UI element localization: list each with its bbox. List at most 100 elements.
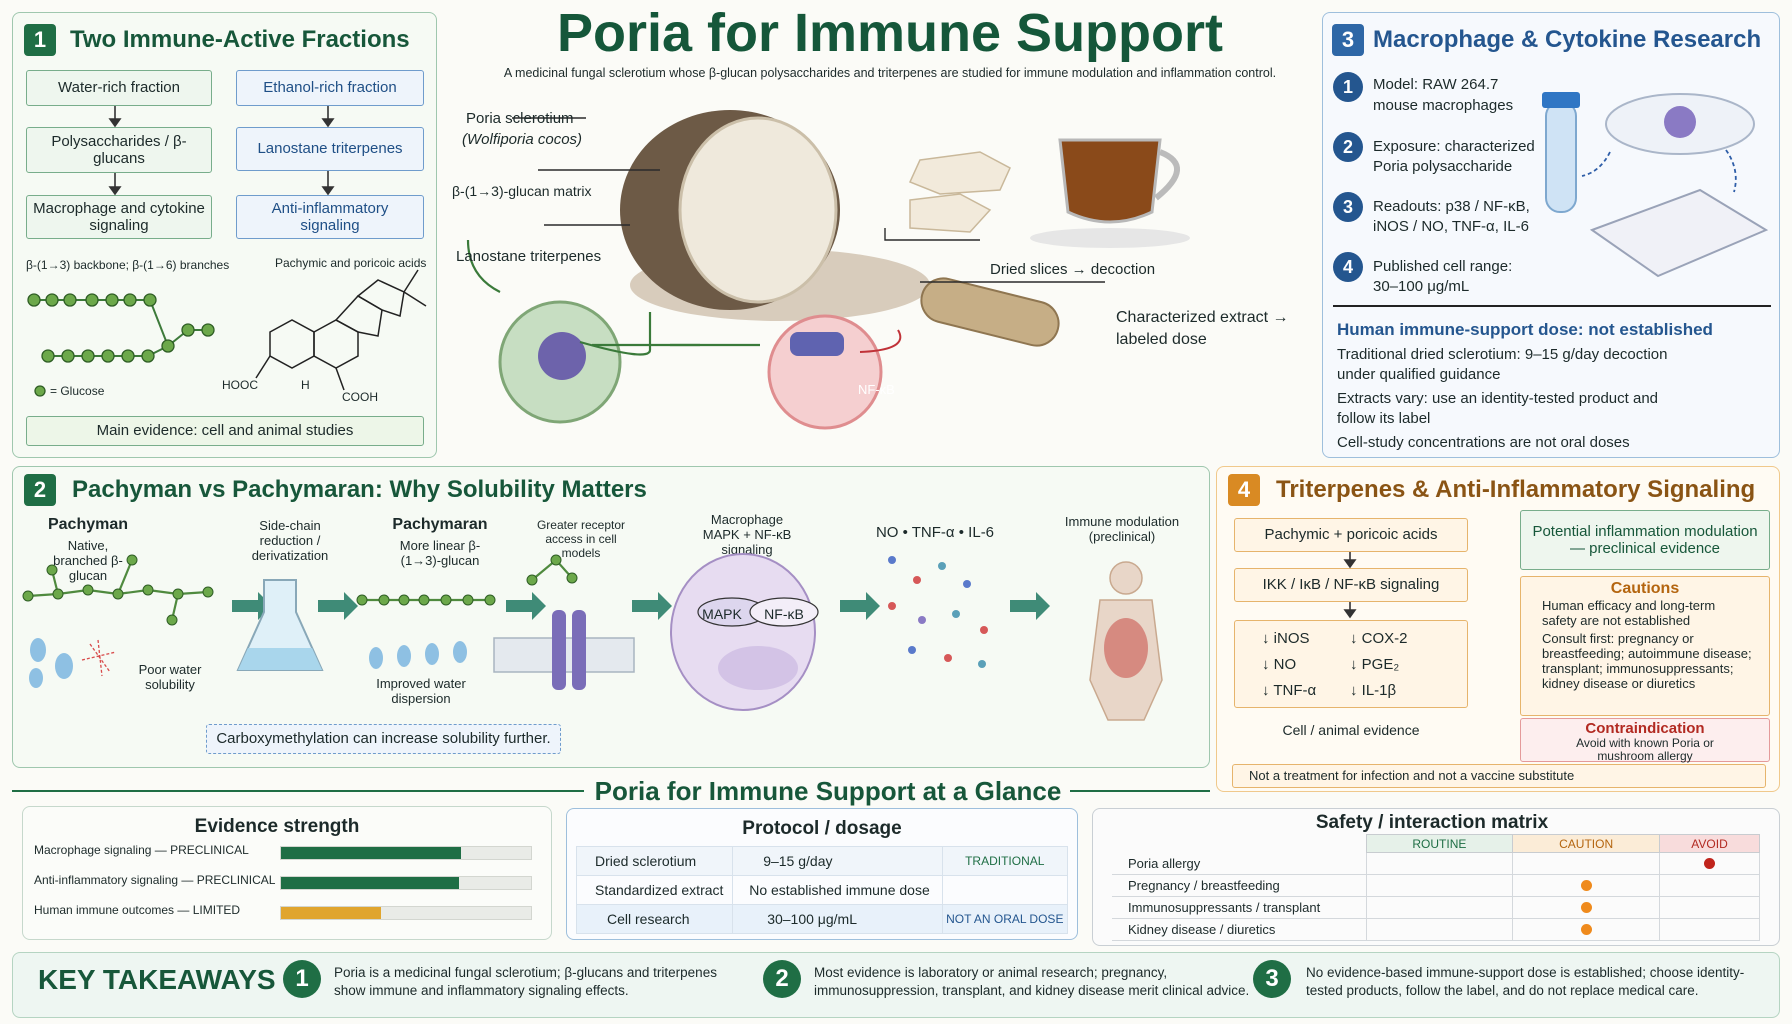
extract-label-2: labeled dose [1116, 331, 1207, 348]
safety-row: Immunosuppressants / transplant [1112, 896, 1760, 919]
receptor-label: Greater receptor access in cell models [536, 518, 626, 560]
petri-dish-icon [1605, 93, 1755, 155]
acids-box: Pachymic + poricoic acids [1234, 518, 1468, 552]
safety-row-label: Poria allergy [1112, 852, 1366, 875]
safety-cell-avoid [1659, 896, 1760, 919]
immune-modulation-label: Immune modulation (preclinical) [1064, 514, 1180, 544]
extract-label: Characterized extract → [1116, 309, 1289, 326]
research-step-1-line2: mouse macrophages [1373, 97, 1514, 114]
solubility-pathway-illustration [22, 553, 1163, 721]
protocol-cell: Cell research [575, 904, 734, 934]
evidence-bar-3-fill [281, 907, 381, 919]
evidence-row-2-label: Anti-inflammatory signaling — PRECLINICA… [34, 873, 276, 887]
marker-no: ↓ NO [1262, 656, 1297, 673]
pachymaran-title: Pachymaran [392, 516, 488, 533]
safety-cell-routine [1365, 896, 1514, 919]
safety-row: Poria allergy [1112, 852, 1760, 875]
safety-caution-dot [1580, 880, 1592, 891]
signaling-nfkb-label: NF-κB [764, 606, 804, 622]
hero-nfkb-label: NF-κB [858, 382, 895, 397]
panel-2-badge: 2 [24, 474, 56, 506]
research-step-3-marker: 3 [1333, 192, 1363, 222]
markers-box [1234, 620, 1468, 708]
side-chain-label: Side-chain reduction / derivatization [251, 518, 329, 563]
lanostane-label: Lanostane triterpenes [456, 248, 602, 265]
contraindication-title: Contraindication [1585, 720, 1705, 737]
ethanol-fraction-box: Ethanol-rich fraction [236, 70, 424, 106]
dose-line-4: follow its label [1337, 410, 1431, 427]
macrophage-signaling-cell [670, 553, 819, 711]
main-evidence-box: Main evidence: cell and animal studies [26, 416, 424, 446]
panel-4-title: Triterpenes & Anti-Inflammatory Signalin… [1276, 476, 1756, 503]
takeaway-1-marker: 1 [283, 960, 321, 998]
protocol-cell: 9–15 g/day [732, 846, 943, 876]
poor-solubility-label: Poor water solubility [138, 662, 202, 692]
safety-row-label: Pregnancy / breastfeeding [1112, 874, 1366, 897]
protocol-cell: Dried sclerotium [575, 846, 734, 876]
research-step-2-marker: 2 [1333, 132, 1363, 162]
cautions-title: Cautions [1610, 580, 1680, 597]
safety-row-label: Immunosuppressants / transplant [1112, 896, 1366, 919]
safety-row: Pregnancy / breastfeeding [1112, 874, 1760, 897]
panel-4-arrows [1343, 552, 1357, 619]
marker-inos: ↓ iNOS [1262, 630, 1310, 647]
improved-dispersion-label: Improved water dispersion [376, 676, 466, 706]
panel-2-title: Pachyman vs Pachymaran: Why Solubility M… [72, 476, 647, 503]
species-label: (Wolfiporia cocos) [462, 131, 583, 148]
safety-cell-caution [1512, 852, 1661, 875]
protocol-cell: 30–100 μg/mL [732, 904, 943, 934]
cooh-label: COOH [342, 390, 378, 404]
research-step-4-line1: Published cell range: [1373, 258, 1513, 275]
safety-cell-routine [1365, 874, 1514, 897]
evidence-bar-2-fill [281, 877, 459, 889]
marker-il1b: ↓ IL-1β [1350, 682, 1397, 699]
safety-caution-dot [1580, 924, 1592, 935]
safety-cell-avoid [1659, 852, 1760, 875]
pachymaran-desc: More linear β-(1→3)-glucan [399, 538, 481, 568]
safety-cell-avoid [1659, 874, 1760, 897]
evidence-row-3-label: Human immune outcomes — LIMITED [34, 903, 241, 917]
cytokines-label: NO • TNF-α • IL-6 [875, 524, 995, 541]
triterpenes-box: Lanostane triterpenes [236, 127, 424, 171]
panel-1-badge: 1 [24, 24, 56, 56]
safety-cell-caution [1512, 896, 1661, 919]
page-subtitle: A medicinal fungal sclerotium whose β-gl… [503, 66, 1277, 80]
h-label: H [301, 378, 310, 392]
macrophage-signaling-label: Macrophage MAPK + NF-κB signaling [702, 512, 792, 557]
pathway-box: IKK / IκB / NF-κB signaling [1234, 568, 1468, 602]
carboxymethylation-note: Carboxymethylation can increase solubili… [206, 724, 561, 754]
panel-4-badge: 4 [1228, 474, 1260, 506]
glance-divider-right [1070, 790, 1210, 792]
glance-title: Poria for Immune Support at a Glance [594, 776, 1062, 806]
research-step-2-line2: Poria polysaccharide [1373, 158, 1513, 175]
dose-line-3: Extracts vary: use an identity-tested pr… [1337, 390, 1658, 407]
key-takeaways-title: KEY TAKEAWAYS [38, 964, 276, 995]
panel-3-title: Macrophage & Cytokine Research [1373, 26, 1762, 53]
evidence-bar-1-fill [281, 847, 461, 859]
cautions-text: Human efficacy and long-term safety are … [1542, 598, 1716, 628]
safety-col-routine: ROUTINE [1365, 834, 1514, 853]
safety-avoid-dot [1704, 858, 1716, 869]
hooc-label: HOOC [222, 378, 258, 392]
cytokine-dots-icon [888, 556, 988, 668]
safety-row-label: Kidney disease / diuretics [1112, 918, 1366, 941]
anti-inflammatory-box: Anti-inflammatory signaling [236, 195, 424, 239]
panel-4-footer: Not a treatment for infection and not a … [1232, 764, 1766, 788]
panel-1-arrows [27, 106, 427, 397]
protocol-cell: Standardized extract [575, 875, 734, 905]
pachyman-title: Pachyman [47, 516, 129, 533]
cautions-box [1520, 576, 1770, 716]
safety-col-avoid: AVOID [1659, 834, 1760, 853]
dried-slices-label: Dried slices → decoction [990, 261, 1156, 278]
hero-illustration [466, 110, 1190, 430]
safety-cell-routine [1365, 852, 1514, 875]
flask-icon [236, 579, 324, 671]
contraindication-box [1520, 718, 1770, 762]
evidence-bar-1 [280, 846, 532, 860]
